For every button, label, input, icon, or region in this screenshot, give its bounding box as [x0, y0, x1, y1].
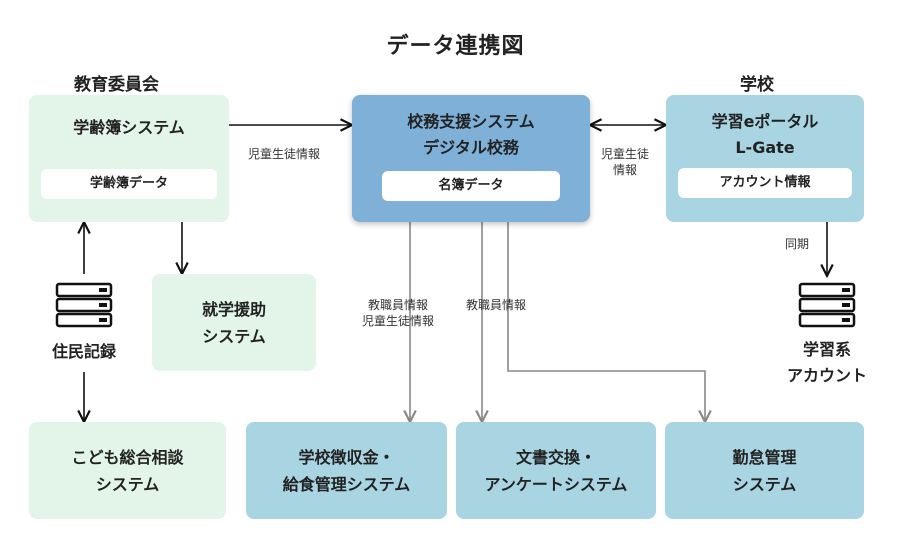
group-label-board: 教育委員会: [74, 75, 159, 95]
node-portal: 学習eポータル L-Gate アカウント情報: [666, 95, 864, 222]
label-juumin: 住民記録: [51, 342, 116, 361]
edge-koumu-kintai: [507, 222, 705, 422]
node-portal-title-1: 学習eポータル: [711, 112, 819, 131]
edge-label-staff-info-2: 教職員情報: [466, 298, 527, 312]
node-choushu-line1: 学校徴収金・: [298, 447, 395, 467]
node-kintai-line2: システム: [732, 474, 797, 494]
node-kodomo-system: こども総合相談 システム: [29, 422, 226, 519]
diagram-title: データ連携図: [386, 34, 525, 59]
node-gakureibo-data: 学齢簿データ: [41, 169, 217, 199]
label-account-1: 学習系: [802, 340, 851, 359]
group-label-school: 学校: [740, 75, 774, 95]
node-gakureibo-system: 学齢簿システム 学齢簿データ: [29, 95, 229, 222]
node-bunsho-system: 文書交換・ アンケートシステム: [456, 422, 656, 519]
node-kintai-system: 勤怠管理 システム: [665, 422, 864, 519]
node-bunsho-line1: 文書交換・: [515, 447, 596, 467]
node-koumu-data: 名簿データ: [382, 171, 560, 201]
node-kodomo-line2: システム: [95, 474, 160, 494]
node-portal-data: アカウント情報: [678, 168, 852, 198]
edge-label-sync: 同期: [785, 237, 810, 251]
node-koumu-system: 校務支援システム デジタル校務 名簿データ: [352, 95, 590, 222]
edge-label-staff-info: 教職員情報: [368, 298, 429, 312]
server-icon-juumin: [55, 282, 113, 328]
node-bunsho-line2: アンケートシステム: [484, 474, 628, 494]
server-icon-account: [798, 282, 856, 328]
edge-label-student-info-a: 児童生徒: [600, 147, 649, 161]
label-account-2: アカウント: [786, 366, 867, 385]
edge-label-student-info-b: 情報: [612, 163, 637, 177]
node-shugaku-system: 就学援助 システム: [152, 274, 316, 371]
node-shugaku-line1: 就学援助: [201, 299, 266, 319]
edge-label-student-info-3: 児童生徒情報: [362, 314, 435, 328]
node-portal-title-2: L-Gate: [735, 138, 795, 157]
node-gakureibo-title: 学齢簿システム: [73, 118, 185, 137]
node-kintai-line1: 勤怠管理: [732, 447, 797, 467]
node-koumu-title-2: デジタル校務: [423, 138, 519, 157]
node-shugaku-line2: システム: [202, 326, 266, 346]
node-choushu-line2: 給食管理システム: [282, 474, 411, 494]
node-choushu-system: 学校徴収金・ 給食管理システム: [246, 422, 447, 519]
edge-label-student-info: 児童生徒情報: [248, 147, 321, 161]
node-koumu-title-1: 校務支援システム: [407, 112, 535, 131]
node-kodomo-line1: こども総合相談: [71, 447, 184, 467]
